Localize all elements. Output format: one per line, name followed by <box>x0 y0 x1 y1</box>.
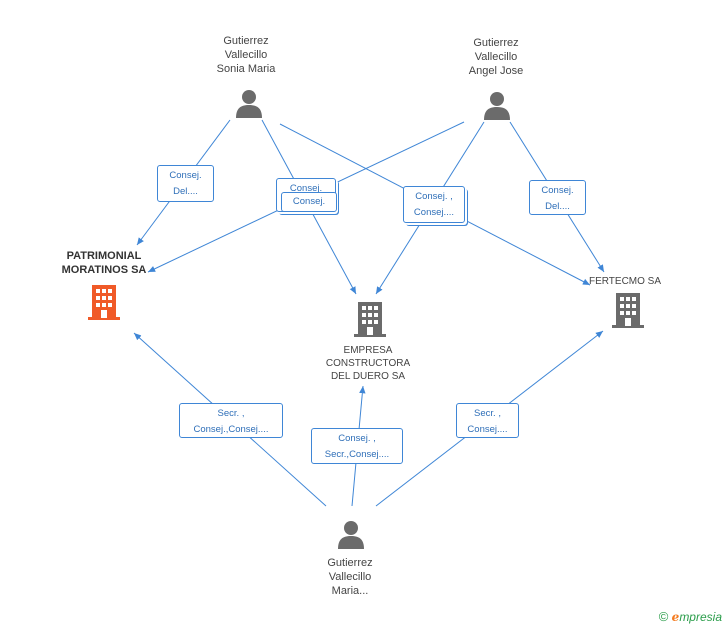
building-icon[interactable] <box>612 293 644 329</box>
relation-label-sonia-patrimonial[interactable]: Consej. Del.... <box>157 165 214 202</box>
relation-label-maria-empresa[interactable]: Consej. , Secr.,Consej.... <box>311 428 403 464</box>
person-icon[interactable] <box>337 519 365 549</box>
brand-footer: © empresia <box>659 609 722 624</box>
relation-label-angel-fertecmo[interactable]: Consej. Del.... <box>529 180 586 215</box>
relation-label-maria-fertecmo[interactable]: Secr. , Consej.... <box>456 403 519 438</box>
person-label-angel[interactable]: Gutierrez Vallecillo Angel Jose <box>468 37 524 77</box>
copyright-icon: © <box>658 609 669 624</box>
person-icon[interactable] <box>235 88 263 118</box>
person-label-sonia[interactable]: Gutierrez Vallecillo Sonia Maria <box>216 35 276 75</box>
person-label-maria[interactable]: Gutierrez Vallecillo Maria... <box>327 557 373 597</box>
company-label-empresa[interactable]: EMPRESA CONSTRUCTORA DEL DUERO SA <box>325 345 411 382</box>
brand-name: mpresia <box>679 610 722 624</box>
company-label-fertecmo[interactable]: FERTECMO SA <box>588 276 662 287</box>
relation-label-angel-patrimonial[interactable]: Consej. <box>281 192 337 212</box>
building-icon[interactable] <box>354 302 386 338</box>
relation-label-maria-patrimonial[interactable]: Secr. , Consej.,Consej.... <box>179 403 283 438</box>
brand-mark: e <box>671 610 680 624</box>
relation-label-sonia-fertecmo[interactable]: Consej. , Consej.... <box>403 186 465 223</box>
company-label-patrimonial[interactable]: PATRIMONIAL MORATINOS SA <box>61 250 147 276</box>
person-icon[interactable] <box>483 90 511 120</box>
building-icon[interactable] <box>88 285 120 321</box>
